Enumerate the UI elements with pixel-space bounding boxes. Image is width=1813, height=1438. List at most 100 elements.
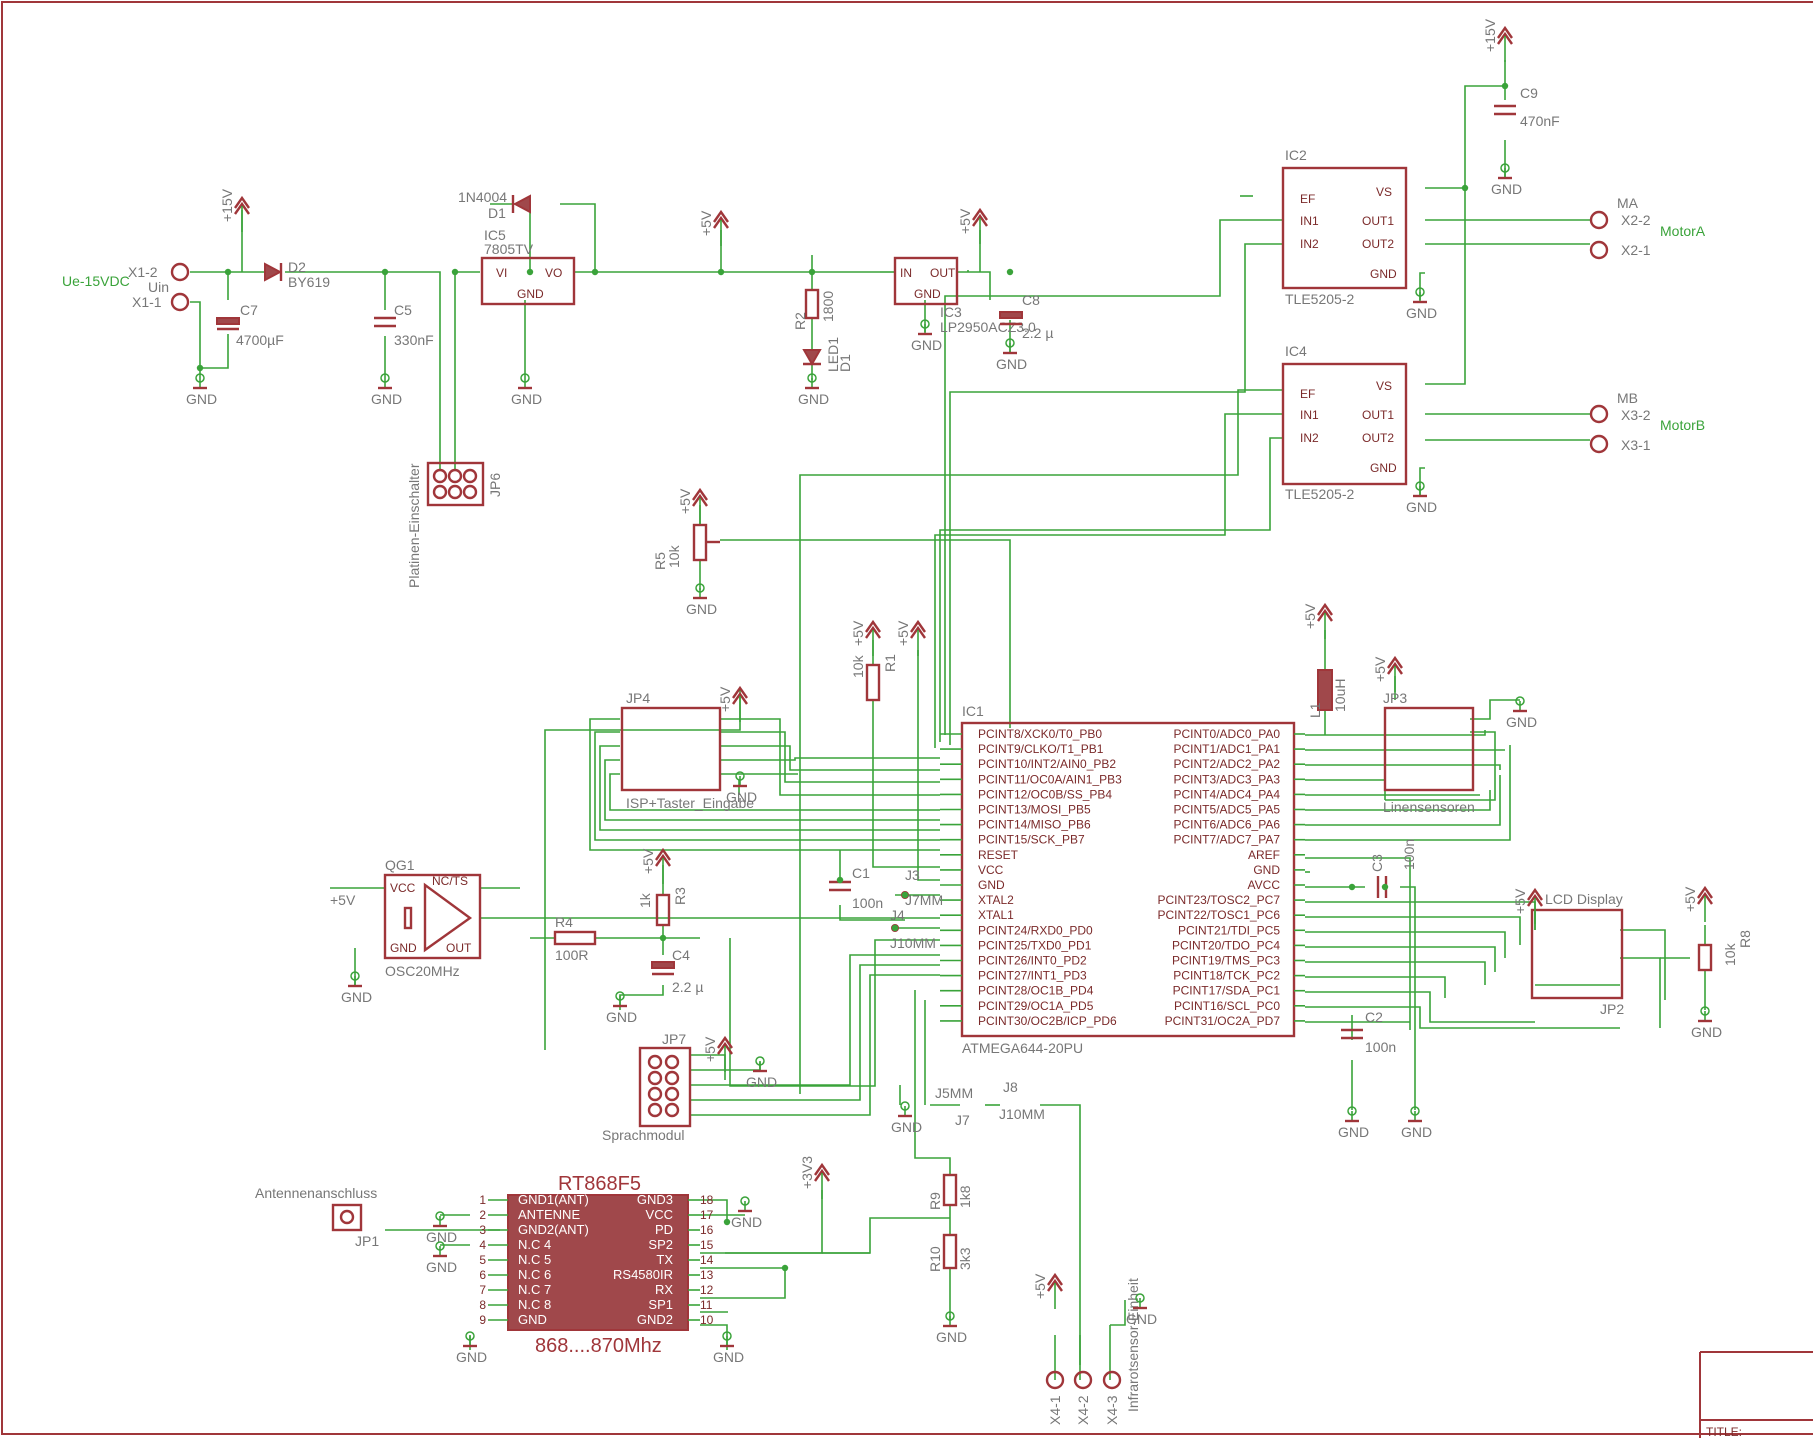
resistor-r10: R10 3k3 bbox=[927, 1233, 973, 1272]
c9-label: C9 bbox=[1520, 85, 1538, 101]
supply-p5-symbol: +5V bbox=[1032, 1272, 1063, 1309]
c8-label: C8 bbox=[1022, 292, 1040, 308]
ic1-left-pin-label: PCINT30/OC2B/ICP_PD6 bbox=[978, 1014, 1117, 1028]
ground-symbol: GND bbox=[891, 1101, 922, 1135]
rt-left-pin-label: GND bbox=[518, 1312, 547, 1327]
led1-label: LED1 bbox=[825, 337, 841, 372]
supply-p5-label: +5V bbox=[895, 620, 911, 646]
ic3-in-pin: IN bbox=[900, 266, 912, 280]
title-block: TITLE: bbox=[1699, 1351, 1813, 1438]
ic1-right-pin-label: PCINT22/TOSC1_PC6 bbox=[1158, 908, 1281, 922]
rt-left-pin-number: 9 bbox=[479, 1313, 486, 1327]
infrarot-label: Infrarotsensor-Einheit bbox=[1125, 1278, 1141, 1412]
ground-symbol: GND bbox=[731, 1196, 762, 1230]
ground-label: GND bbox=[1691, 1024, 1722, 1040]
rt868f5-frequency: 868....870Mhz bbox=[535, 1335, 662, 1357]
ic4-out2-pin: OUT2 bbox=[1362, 431, 1394, 445]
r4-label: R4 bbox=[555, 914, 573, 930]
rt-right-pin-label: SP1 bbox=[648, 1297, 673, 1312]
ic1-right-pin-label: PCINT23/TOSC2_PC7 bbox=[1158, 893, 1281, 907]
qg1-vcc-pin: VCC bbox=[390, 881, 416, 895]
supply-p5-label: +5V bbox=[1372, 656, 1388, 682]
c8-value: 2.2 µ bbox=[1022, 325, 1053, 341]
j7mm-label: J7MM bbox=[905, 892, 943, 908]
rt-right-pin-label: PD bbox=[655, 1222, 673, 1237]
r4-value: 100R bbox=[555, 947, 588, 963]
ic1-left-pin-label: PCINT29/OC1A_PD5 bbox=[978, 999, 1094, 1013]
jp2-label: JP2 bbox=[1600, 1001, 1624, 1017]
jp6-label: JP6 bbox=[487, 473, 503, 497]
inductor-l1: L1 10uH bbox=[1307, 669, 1348, 718]
rt-left-pin-number: 1 bbox=[479, 1193, 486, 1207]
ic1-right-pin-label: PCINT18/TCK_PC2 bbox=[1173, 969, 1280, 983]
j4-label: J4 bbox=[890, 907, 905, 923]
ic3-out-pin: OUT bbox=[930, 266, 956, 280]
ground-label: GND bbox=[1406, 499, 1437, 515]
ic1-right-pin-label: PCINT0/ADC0_PA0 bbox=[1174, 727, 1281, 741]
c2-value: 100n bbox=[1365, 1039, 1396, 1055]
rt-right-pin-label: VCC bbox=[646, 1207, 673, 1222]
header-jp4: JP4 ISP+Taster_Eingabe bbox=[620, 690, 754, 811]
x2-2-label: X2-2 bbox=[1621, 212, 1651, 228]
ground-label: GND bbox=[936, 1329, 967, 1345]
motora-label: MotorA bbox=[1660, 223, 1706, 239]
rt868f5-title: RT868F5 bbox=[558, 1173, 641, 1195]
ground-symbol: GND bbox=[686, 583, 717, 617]
rt-right-pin-number: 15 bbox=[700, 1238, 714, 1252]
rt-right-pin-number: 14 bbox=[700, 1253, 714, 1267]
ground-symbol: GND bbox=[1126, 1293, 1157, 1327]
capacitor-c8: C8 2.2 µ bbox=[999, 292, 1053, 341]
rt-left-pin-label: GND1(ANT) bbox=[518, 1192, 589, 1207]
power-symbols: +15V+15V+5V+5V+5V+5V+5V+5V+5V+5V+5V+5V+5… bbox=[186, 18, 1722, 1365]
ground-symbol: GND bbox=[511, 373, 542, 407]
junction-dot bbox=[196, 364, 204, 372]
qg1-nc-pin: NC/TS bbox=[432, 874, 468, 888]
j10mm-label: J10MM bbox=[890, 935, 936, 951]
x3-1-label: X3-1 bbox=[1621, 437, 1651, 453]
motor-driver-ic4: IC4 TLE5205-2 EF IN1 IN2 VS OUT1 OUT2 GN… bbox=[1281, 343, 1408, 502]
ic1-left-pin-label: PCINT27/INT1_PD3 bbox=[978, 969, 1087, 983]
j10mm2-label: J10MM bbox=[999, 1106, 1045, 1122]
diode-d2: D2 BY619 bbox=[264, 259, 330, 290]
ic2-vs-pin: VS bbox=[1376, 185, 1392, 199]
c4-label: C4 bbox=[672, 947, 690, 963]
ic5-label: IC5 bbox=[484, 227, 506, 243]
x4-1-label: X4-1 bbox=[1047, 1395, 1063, 1425]
supply-p5-symbol: +5V bbox=[702, 1035, 733, 1072]
j5mm-label: J5MM bbox=[935, 1085, 973, 1101]
j7-label: J7 bbox=[955, 1112, 970, 1128]
capacitor-c4: C4 2.2 µ bbox=[651, 947, 703, 995]
supply-p5-label: +5V bbox=[1032, 1273, 1048, 1299]
d2-label: D2 bbox=[288, 259, 306, 275]
junction-dot bbox=[1461, 184, 1469, 192]
ground-label: GND bbox=[713, 1349, 744, 1365]
junction-dot bbox=[836, 876, 844, 884]
junction-dot bbox=[1381, 883, 1389, 891]
ground-symbol: GND bbox=[456, 1331, 487, 1365]
ic1-left-pin-label: PCINT10/INT2/AIN0_PB2 bbox=[978, 757, 1116, 771]
rt-right-pin-label: GND3 bbox=[637, 1192, 673, 1207]
resistor-r3: 1k R3 bbox=[637, 887, 688, 927]
ic3-gnd-pin: GND bbox=[914, 287, 941, 301]
capacitor-c5: C5 330nF bbox=[374, 302, 434, 348]
r8-label: R8 bbox=[1737, 930, 1753, 948]
l1-label: L1 bbox=[1307, 702, 1323, 718]
ground-symbol: GND bbox=[186, 373, 217, 407]
ground-symbol: GND bbox=[746, 1056, 777, 1090]
potentiometer-r8: 10k R8 bbox=[1697, 930, 1753, 972]
r3-value: 1k bbox=[637, 892, 653, 908]
c9-value: 470nF bbox=[1520, 113, 1560, 129]
ic1-right-pins: PCINT0/ADC0_PA0PCINT1/ADC1_PA1PCINT2/ADC… bbox=[1158, 727, 1305, 1028]
ic2-gnd-pin: GND bbox=[1370, 267, 1397, 281]
c7-label: C7 bbox=[240, 302, 258, 318]
motorb-label: MotorB bbox=[1660, 417, 1705, 433]
x4-3-label: X4-3 bbox=[1104, 1395, 1120, 1425]
jp7-label: JP7 bbox=[662, 1031, 686, 1047]
ic4-out1-pin: OUT1 bbox=[1362, 408, 1394, 422]
c1-label: C1 bbox=[852, 865, 870, 881]
rt-right-pin-number: 17 bbox=[700, 1208, 714, 1222]
sprachmodul-label: Sprachmodul bbox=[602, 1127, 685, 1143]
supply-p5-label: +5V bbox=[330, 892, 356, 908]
supply-p5-label: +5V bbox=[677, 488, 693, 514]
